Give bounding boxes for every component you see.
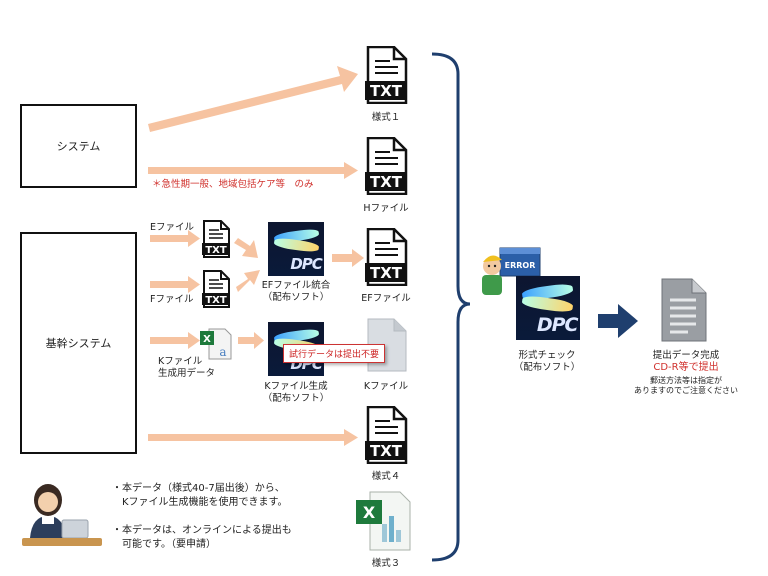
form4-label: 様式４: [371, 471, 401, 482]
arrow-system-to-hfile: [148, 162, 358, 179]
ef-merge-label-2: （配布ソフト）: [262, 292, 330, 303]
k-gen-label-1: Kファイル生成: [264, 381, 328, 392]
svg-text:TXT: TXT: [370, 264, 403, 282]
form1-label: 様式１: [371, 112, 401, 123]
arrow-kdata-in: [150, 332, 200, 349]
dpc-app-icon: DPC: [516, 276, 580, 340]
submit-complete-label: 提出データ完成: [652, 350, 720, 361]
arrow-ffile-to-merge: [236, 270, 260, 292]
h-file-note: ＊急性期一般、地域包括ケア等 のみ: [152, 179, 314, 190]
txt-file-icon: TXT: [364, 136, 408, 196]
svg-text:ERROR: ERROR: [505, 261, 536, 270]
k-data-label-1: Kファイル: [158, 356, 203, 367]
info-line-1: ・本データ（様式40-7届出後）から、: [112, 483, 285, 494]
svg-text:TXT: TXT: [205, 295, 227, 306]
dpc-app-icon: DPC: [268, 222, 324, 276]
txt-file-icon: TXT: [201, 220, 231, 258]
svg-text:X: X: [203, 334, 211, 345]
svg-text:X: X: [363, 503, 376, 522]
trial-data-note: 試行データは提出不要: [283, 344, 386, 363]
svg-text:a: a: [219, 345, 226, 359]
check-label-2: （配布ソフト）: [513, 362, 581, 373]
info-line-4: 可能です。（要申請）: [112, 539, 216, 550]
h-file-label: Hファイル: [363, 203, 409, 214]
arrow-check-to-submit: [598, 304, 638, 338]
bracket-brace: [431, 52, 471, 562]
k-gen-label-2: （配布ソフト）: [262, 393, 330, 404]
excel-data-icon: X a: [199, 327, 233, 361]
f-file-label: Fファイル: [150, 294, 194, 305]
svg-text:TXT: TXT: [370, 173, 403, 191]
arrow-efile-in: [150, 230, 200, 247]
core-system-box: 基幹システム: [20, 232, 137, 454]
document-icon: [660, 278, 708, 342]
arrow-kdata-to-kgen: [238, 332, 264, 349]
svg-text:TXT: TXT: [205, 245, 227, 256]
k-data-label-2: 生成用データ: [158, 368, 216, 379]
excel-file-icon: X: [354, 490, 414, 552]
info-line-3: ・本データは、オンラインによる提出も: [112, 525, 292, 536]
arrow-efile-to-merge: [234, 238, 258, 258]
txt-file-icon: TXT: [201, 270, 231, 308]
system-box: システム: [20, 104, 137, 188]
submit-method-label-2: ありますのでご注意ください: [634, 386, 738, 395]
arrow-merge-to-effile: [332, 249, 364, 267]
ef-merge-label-1: EFファイル統合: [261, 280, 331, 291]
txt-file-icon: TXT: [364, 45, 408, 105]
svg-text:TXT: TXT: [370, 442, 403, 460]
submit-cdr-label: CD-R等で提出: [653, 362, 719, 373]
txt-file-icon: TXT: [364, 227, 408, 287]
info-line-2: Kファイル生成機能を使用できます。: [112, 497, 288, 508]
form3-label: 様式３: [371, 558, 401, 569]
arrow-ffile-in: [150, 276, 200, 293]
arrow-core-to-form4: [148, 429, 358, 446]
core-system-label: 基幹システム: [45, 337, 112, 350]
person-at-laptop-illustration: [18, 476, 106, 552]
arrow-system-to-form1: [148, 66, 358, 132]
system-label: システム: [56, 140, 101, 153]
e-file-label: Eファイル: [150, 222, 195, 233]
svg-text:TXT: TXT: [370, 82, 403, 100]
submit-method-label-1: 郵送方法等は指定が: [650, 376, 722, 385]
txt-file-icon: TXT: [364, 405, 408, 465]
check-label-1: 形式チェック: [518, 350, 576, 361]
ef-file-label: EFファイル: [361, 293, 411, 304]
k-file-label: Kファイル: [363, 381, 409, 392]
